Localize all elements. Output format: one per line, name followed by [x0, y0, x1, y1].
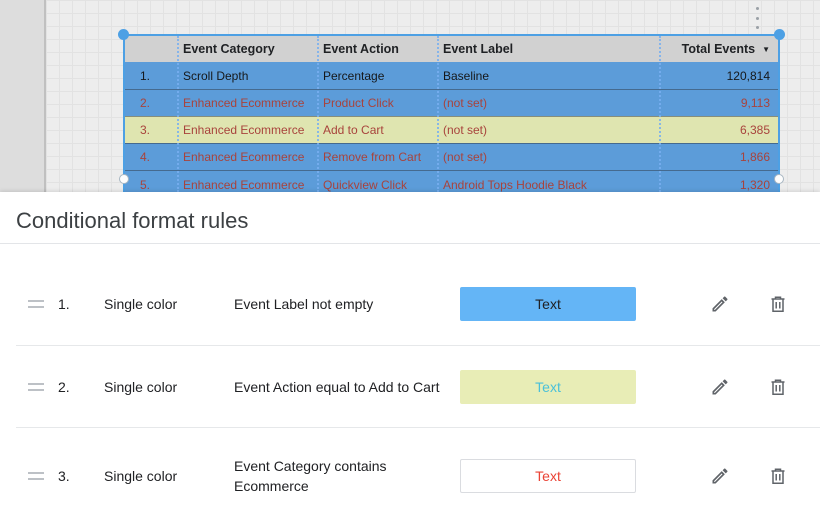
- cell-event-category: Enhanced Ecommerce: [183, 96, 305, 110]
- cell-event-label: Android Tops Hoodie Black: [443, 177, 587, 192]
- divider: [16, 345, 820, 346]
- table-row: 1. Scroll Depth Percentage Baseline 120,…: [125, 62, 778, 89]
- conditional-format-panel: Conditional format rules 1. Single color…: [0, 192, 820, 524]
- cell-event-label: (not set): [443, 96, 488, 110]
- rule-row-2: 2. Single color Event Action equal to Ad…: [0, 346, 820, 427]
- table-row: 3. Enhanced Ecommerce Add to Cart (not s…: [125, 116, 778, 143]
- column-header-label: Total Events: [681, 42, 756, 56]
- rule-number: 1.: [58, 295, 70, 312]
- edit-icon: [712, 468, 728, 484]
- format-preview-button[interactable]: Text: [460, 286, 636, 321]
- cell-total-events: 9,113: [740, 96, 770, 110]
- rule-type: Single color: [104, 468, 178, 484]
- cell-event-category: Enhanced Ecommerce: [183, 177, 305, 192]
- resize-handle-left[interactable]: [119, 174, 129, 184]
- more-options-icon[interactable]: [751, 7, 763, 29]
- delete-rule-button[interactable]: [766, 464, 790, 488]
- rule-condition: Event Label not empty: [234, 295, 374, 312]
- cell-event-category: Scroll Depth: [183, 68, 249, 83]
- cell-event-action: Add to Cart: [323, 123, 384, 137]
- edit-rule-button[interactable]: [708, 464, 732, 488]
- cell-total-events: 120,814: [726, 68, 770, 83]
- table-row: 4. Enhanced Ecommerce Remove from Cart (…: [125, 143, 778, 170]
- table-row: 2. Enhanced Ecommerce Product Click (not…: [125, 89, 778, 116]
- cell-event-action: Percentage: [323, 68, 385, 83]
- rule-number: 2.: [58, 378, 70, 395]
- cell-event-action: Remove from Cart: [323, 150, 422, 164]
- row-number: 4.: [140, 150, 151, 164]
- sort-desc-icon: ▼: [762, 44, 770, 54]
- drag-handle-icon[interactable]: [28, 382, 44, 391]
- column-header-total-events[interactable]: Total Events ▼: [659, 36, 778, 62]
- cell-event-label: (not set): [443, 123, 488, 137]
- column-header-blank[interactable]: [125, 36, 177, 62]
- resize-handle-top-right[interactable]: [774, 29, 785, 40]
- resize-handle-right[interactable]: [774, 174, 784, 184]
- edit-rule-button[interactable]: [708, 375, 732, 399]
- rule-type: Single color: [104, 295, 178, 312]
- cell-event-action: Quickview Click: [323, 177, 408, 192]
- drag-handle-icon[interactable]: [28, 472, 44, 480]
- row-number: 1.: [140, 68, 151, 83]
- column-header-event-action[interactable]: Event Action: [323, 42, 399, 56]
- divider: [0, 243, 820, 244]
- delete-icon: [771, 378, 785, 395]
- cell-event-category: Enhanced Ecommerce: [183, 150, 305, 164]
- cell-event-label: (not set): [443, 150, 488, 164]
- column-header-event-category[interactable]: Event Category: [183, 42, 275, 56]
- cell-event-label: Baseline: [443, 68, 490, 83]
- divider: [16, 427, 820, 428]
- delete-icon: [771, 468, 785, 485]
- table-row: 5. Enhanced Ecommerce Quickview Click An…: [125, 170, 778, 192]
- row-number: 2.: [140, 96, 151, 110]
- rule-row-3: 3. Single color Event Category contains …: [0, 428, 820, 524]
- cell-event-action: Product Click: [323, 96, 394, 110]
- edit-icon: [712, 296, 728, 311]
- events-table-chart[interactable]: Event Category Event Action Event Label …: [118, 29, 785, 192]
- delete-icon: [771, 295, 785, 312]
- format-preview-button[interactable]: Text: [460, 459, 636, 493]
- cell-total-events: 1,320: [739, 177, 770, 192]
- drag-handle-icon[interactable]: [28, 299, 44, 308]
- delete-rule-button[interactable]: [766, 375, 790, 399]
- resize-handle-top-left[interactable]: [118, 29, 129, 40]
- cell-event-category: Enhanced Ecommerce: [183, 123, 305, 137]
- rule-condition: Event Category contains Ecommerce: [234, 458, 387, 494]
- format-preview-button[interactable]: Text: [460, 369, 636, 404]
- rule-type: Single color: [104, 378, 178, 395]
- delete-rule-button[interactable]: [766, 292, 790, 316]
- rule-number: 3.: [58, 468, 70, 484]
- cell-total-events: 6,385: [739, 123, 770, 137]
- rule-condition: Event Action equal to Add to Cart: [234, 378, 440, 395]
- row-number: 3.: [140, 123, 151, 137]
- column-header-event-label[interactable]: Event Label: [443, 42, 514, 56]
- edit-rule-button[interactable]: [708, 292, 732, 316]
- row-number: 5.: [140, 177, 151, 192]
- panel-title: Conditional format rules: [16, 208, 249, 233]
- table-header-row: Event Category Event Action Event Label …: [125, 36, 778, 62]
- report-canvas[interactable]: Event Category Event Action Event Label …: [0, 0, 820, 192]
- edit-icon: [712, 379, 728, 394]
- cell-total-events: 1,866: [739, 150, 770, 164]
- rule-row-1: 1. Single color Event Label not empty Te…: [0, 244, 820, 345]
